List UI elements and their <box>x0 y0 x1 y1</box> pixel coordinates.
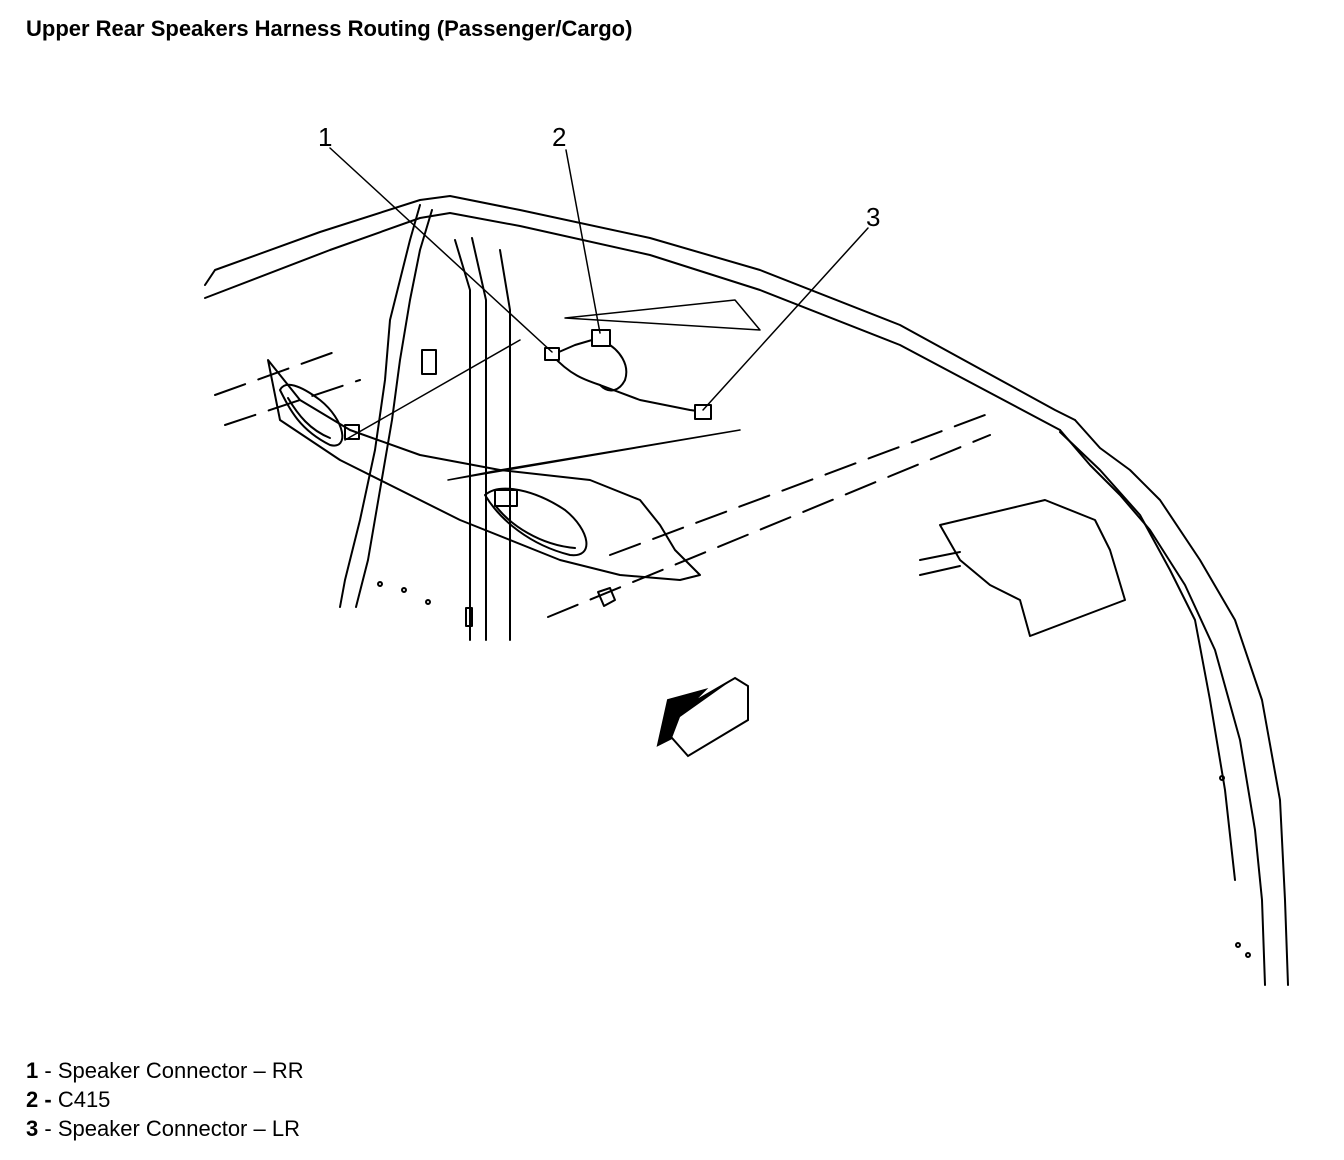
callout-number-3: 3 <box>866 202 880 232</box>
leader-line-3 <box>702 227 869 411</box>
speaker-trim-panel <box>267 359 701 581</box>
callout-cones <box>344 299 761 481</box>
legend-separator: - <box>44 1087 52 1112</box>
legend-separator: - <box>44 1058 52 1083</box>
callout-number-1: 1 <box>318 122 332 152</box>
wiring-harness <box>544 329 712 420</box>
legend-label: Speaker Connector – LR <box>57 1116 300 1141</box>
diagram-title: Upper Rear Speakers Harness Routing (Pas… <box>26 16 633 41</box>
right-rear-trim <box>919 499 1251 958</box>
legend-separator: - <box>44 1116 52 1141</box>
legend-label: Speaker Connector – RR <box>57 1058 304 1083</box>
roof-rail <box>204 195 1289 986</box>
leader-line-1 <box>329 147 553 353</box>
legend-number: 3 <box>26 1116 39 1141</box>
fastener-clip <box>597 587 616 607</box>
forward-arrow-icon <box>656 676 749 758</box>
callout-number-2: 2 <box>552 122 566 152</box>
legend-item-2: 2 - C415 <box>26 1085 304 1114</box>
legend-label: C415 <box>57 1087 111 1112</box>
install-guide-lines <box>214 349 991 618</box>
leader-line-2 <box>565 149 601 334</box>
legend-item-3: 3 - Speaker Connector – LR <box>26 1114 304 1143</box>
left-pillar <box>377 237 511 641</box>
legend-number: 1 <box>26 1058 39 1083</box>
callout-legend: 1 - Speaker Connector – RR 2 - C415 3 - … <box>26 1056 304 1143</box>
legend-item-1: 1 - Speaker Connector – RR <box>26 1056 304 1085</box>
legend-number: 2 <box>26 1087 39 1112</box>
